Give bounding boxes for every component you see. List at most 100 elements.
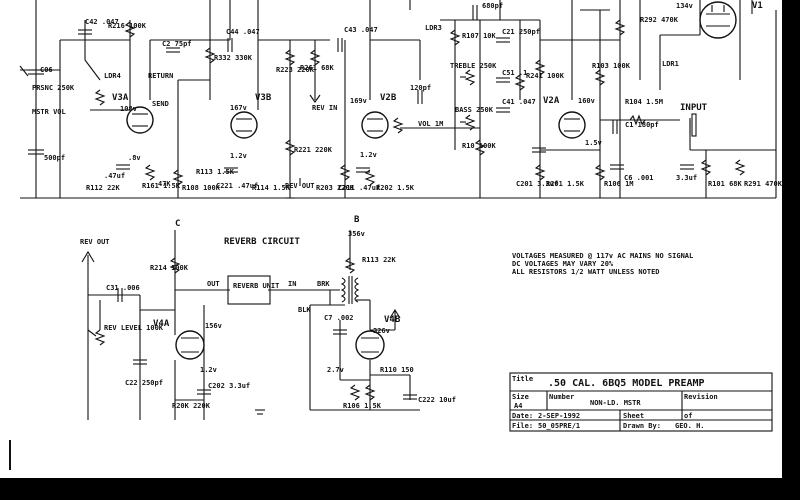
label-r332: R332 330K: [214, 54, 253, 62]
label-r108: R108 100K: [182, 184, 221, 192]
label-c06: C06: [40, 66, 53, 74]
top-capacitors: [28, 5, 694, 173]
label-c42: C42 .047: [85, 18, 119, 26]
label-ldr3-left: LDR3: [425, 24, 442, 32]
label-c21: C21 250pf: [502, 28, 540, 36]
label-r161: R161 1.5K: [142, 182, 181, 190]
out-label: OUT: [207, 280, 220, 288]
tb-sheet-label: Sheet: [623, 412, 644, 420]
tube-v4b: [355, 330, 385, 360]
top-grounds: [285, 178, 301, 199]
tube-v4a: [175, 330, 205, 360]
label-r221: R221 220K: [294, 146, 333, 154]
tube-v3b: [230, 111, 258, 139]
label-master-vol: MSTR VOL: [32, 108, 66, 116]
label-brk: BRK: [317, 280, 330, 288]
tb-revision-label: Revision: [684, 393, 718, 401]
label-r214: R214 100K: [150, 264, 189, 272]
tube-label-v2a: V2A: [543, 96, 560, 106]
label-c211: C211 .47uf: [338, 184, 380, 192]
label-c222: C222 10uf: [418, 396, 456, 404]
bottom-capacitors: [117, 288, 417, 400]
section-labels: INPUT RETURN SEND REV IN REV OUT REVERB …: [80, 72, 708, 332]
tube-v3a: [126, 106, 154, 134]
tube-cath-v2b: 1.2v: [360, 151, 377, 159]
tb-drawn-label: Drawn By:: [623, 422, 661, 430]
label-c43: C43 .047: [344, 26, 378, 34]
label-r103: R103 100K: [592, 62, 631, 70]
tube-v1: [699, 1, 737, 39]
tube-label-v2b: V2B: [380, 93, 397, 103]
label-r202: R202 1.5K: [376, 184, 415, 192]
tb-size-label: Size: [512, 393, 529, 401]
label-vol: VOL 1M: [418, 120, 443, 128]
tb-date-label: Date:: [512, 412, 533, 420]
rev-level-label: REV LEVEL 100K: [104, 324, 164, 332]
reverb-unit-label: REVERB UNIT: [233, 282, 279, 290]
label-3-3uf: 3.3uf: [676, 174, 697, 182]
title-block: [509, 372, 773, 432]
tube-cath-v3a: .8v: [128, 154, 141, 162]
reverb-circuit-title: REVERB CIRCUIT: [224, 237, 300, 247]
tb-title-value: .50 CAL. 6BQ5 MODEL PREAMP: [548, 378, 705, 389]
reverb-transformer: [340, 276, 360, 304]
tube-volt-v3a: 108v: [120, 105, 137, 113]
label-c31: C31 .006: [106, 284, 140, 292]
label-presence: PRSNC 250K: [32, 84, 75, 92]
rev-in-label: REV IN: [312, 104, 337, 112]
tube-cath-v3b: 1.2v: [230, 152, 247, 160]
label-r216: R216 100K: [108, 22, 147, 30]
tube-volt-v2b: 169v: [350, 97, 367, 105]
label-c6: C6 .001: [624, 174, 654, 182]
label-c51: C51 .1: [502, 69, 527, 77]
tube-label-v1: V1: [752, 1, 763, 11]
label-r114: R114 1.5K: [252, 184, 291, 192]
label-c41: C41 .047: [502, 98, 536, 106]
label-c7: C7 .002: [324, 314, 354, 322]
return-label: RETURN: [148, 72, 173, 80]
bottom-tubes: [175, 330, 385, 360]
reverb-unit-box: [227, 275, 271, 305]
tb-date-value: 2-SEP-1992: [538, 412, 580, 420]
label-r106b: R106 1.5K: [343, 402, 382, 410]
label-120pf: 120pf: [410, 84, 431, 92]
label-r241: R241 100K: [526, 72, 565, 80]
label-c1: C1 180pf: [625, 121, 659, 129]
label-c201: C201 3.3uf: [516, 180, 558, 188]
tube-label-v3a: V3A: [112, 93, 129, 103]
label-680pf: 680pf: [482, 2, 503, 10]
top-pots: [19, 65, 697, 137]
tb-sheet-of: of: [684, 412, 692, 420]
label-r261: R261 68K: [300, 64, 335, 72]
label-r10: R10 100K: [462, 142, 497, 150]
label-r112: R112 22K: [86, 184, 121, 192]
tb-number-label: Number: [549, 393, 574, 401]
in-label: IN: [288, 280, 296, 288]
bottom-wiring: [81, 230, 420, 420]
tube-cath-v4a: 1.2v: [200, 366, 217, 374]
label-c44: C44 .047: [226, 28, 260, 36]
label-r101: R101 68K: [708, 180, 743, 188]
label-r113b: R113 22K: [362, 256, 397, 264]
tube-volt-v1: 134v: [676, 2, 693, 10]
tube-v2b: [361, 111, 389, 139]
tube-labels: V3A 108v .8v V3B 167v 1.2v V2B 169v 1.2v…: [112, 1, 763, 374]
tube-volt-v2a: 160v: [578, 97, 595, 105]
top-wiring: [20, 0, 777, 199]
tube-label-v3b: V3B: [255, 93, 272, 103]
label-c22: C22 250pf: [125, 379, 163, 387]
rev-out-left-label: REV OUT: [80, 238, 110, 246]
title-block-text: Title .50 CAL. 6BQ5 MODEL PREAMP Size A4…: [512, 375, 718, 430]
tb-number-value: NON-LD. MSTR: [590, 399, 641, 407]
label-r104: R104 1.5M: [625, 98, 663, 106]
viewer-bottom-strip: [0, 478, 800, 500]
tube-label-v4b: V4B: [384, 315, 401, 325]
node-c-label: C: [175, 219, 180, 229]
input-label: INPUT: [680, 103, 708, 113]
note-line-2: DC VOLTAGES MAY VARY 20%: [512, 260, 614, 268]
label-ldr1: LDR1: [662, 60, 679, 68]
tb-size-value: A4: [514, 402, 522, 410]
tube-volt-v3b: 167v: [230, 104, 247, 112]
